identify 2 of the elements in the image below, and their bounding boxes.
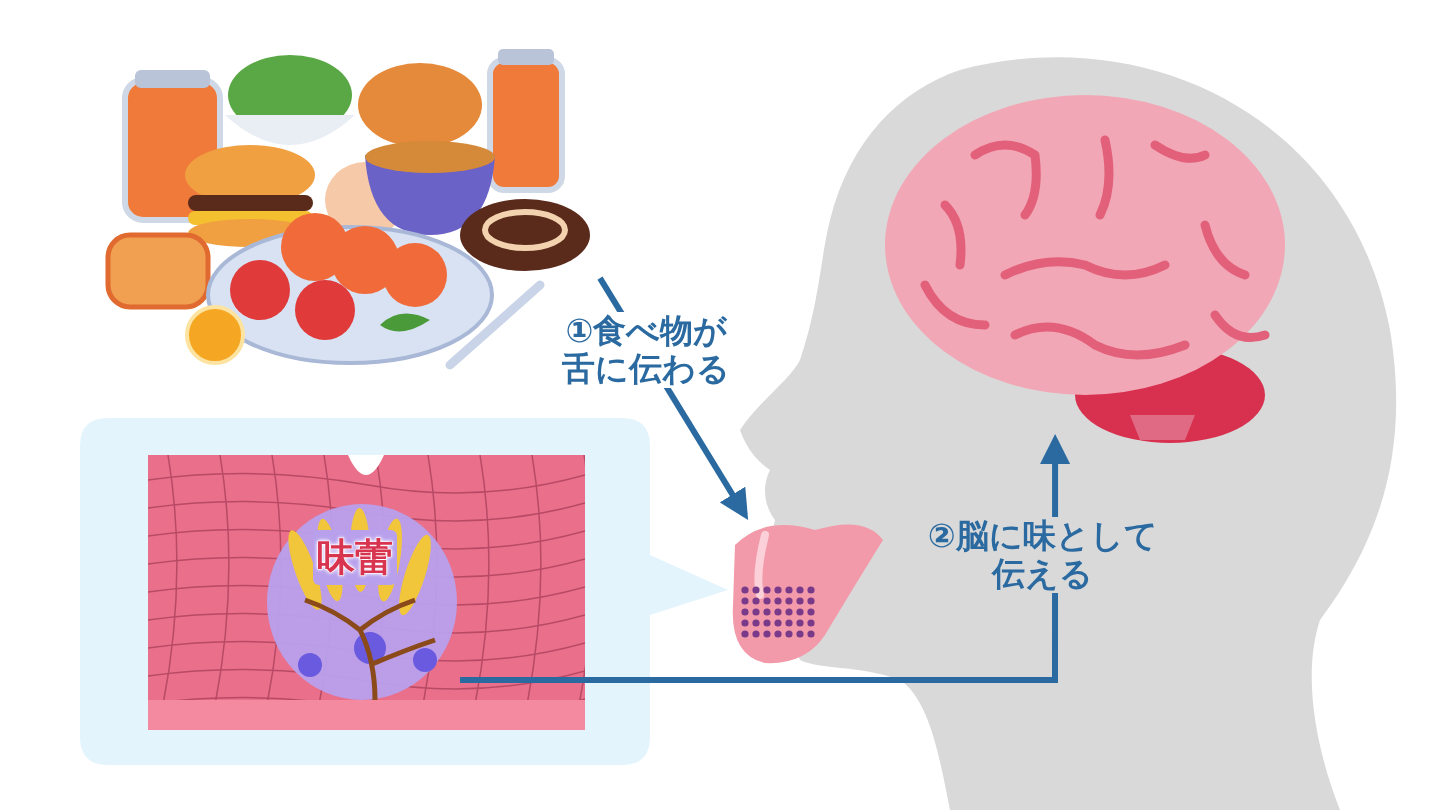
taste-bud-label: 味蕾: [313, 530, 397, 585]
arrow: [460, 434, 1071, 684]
